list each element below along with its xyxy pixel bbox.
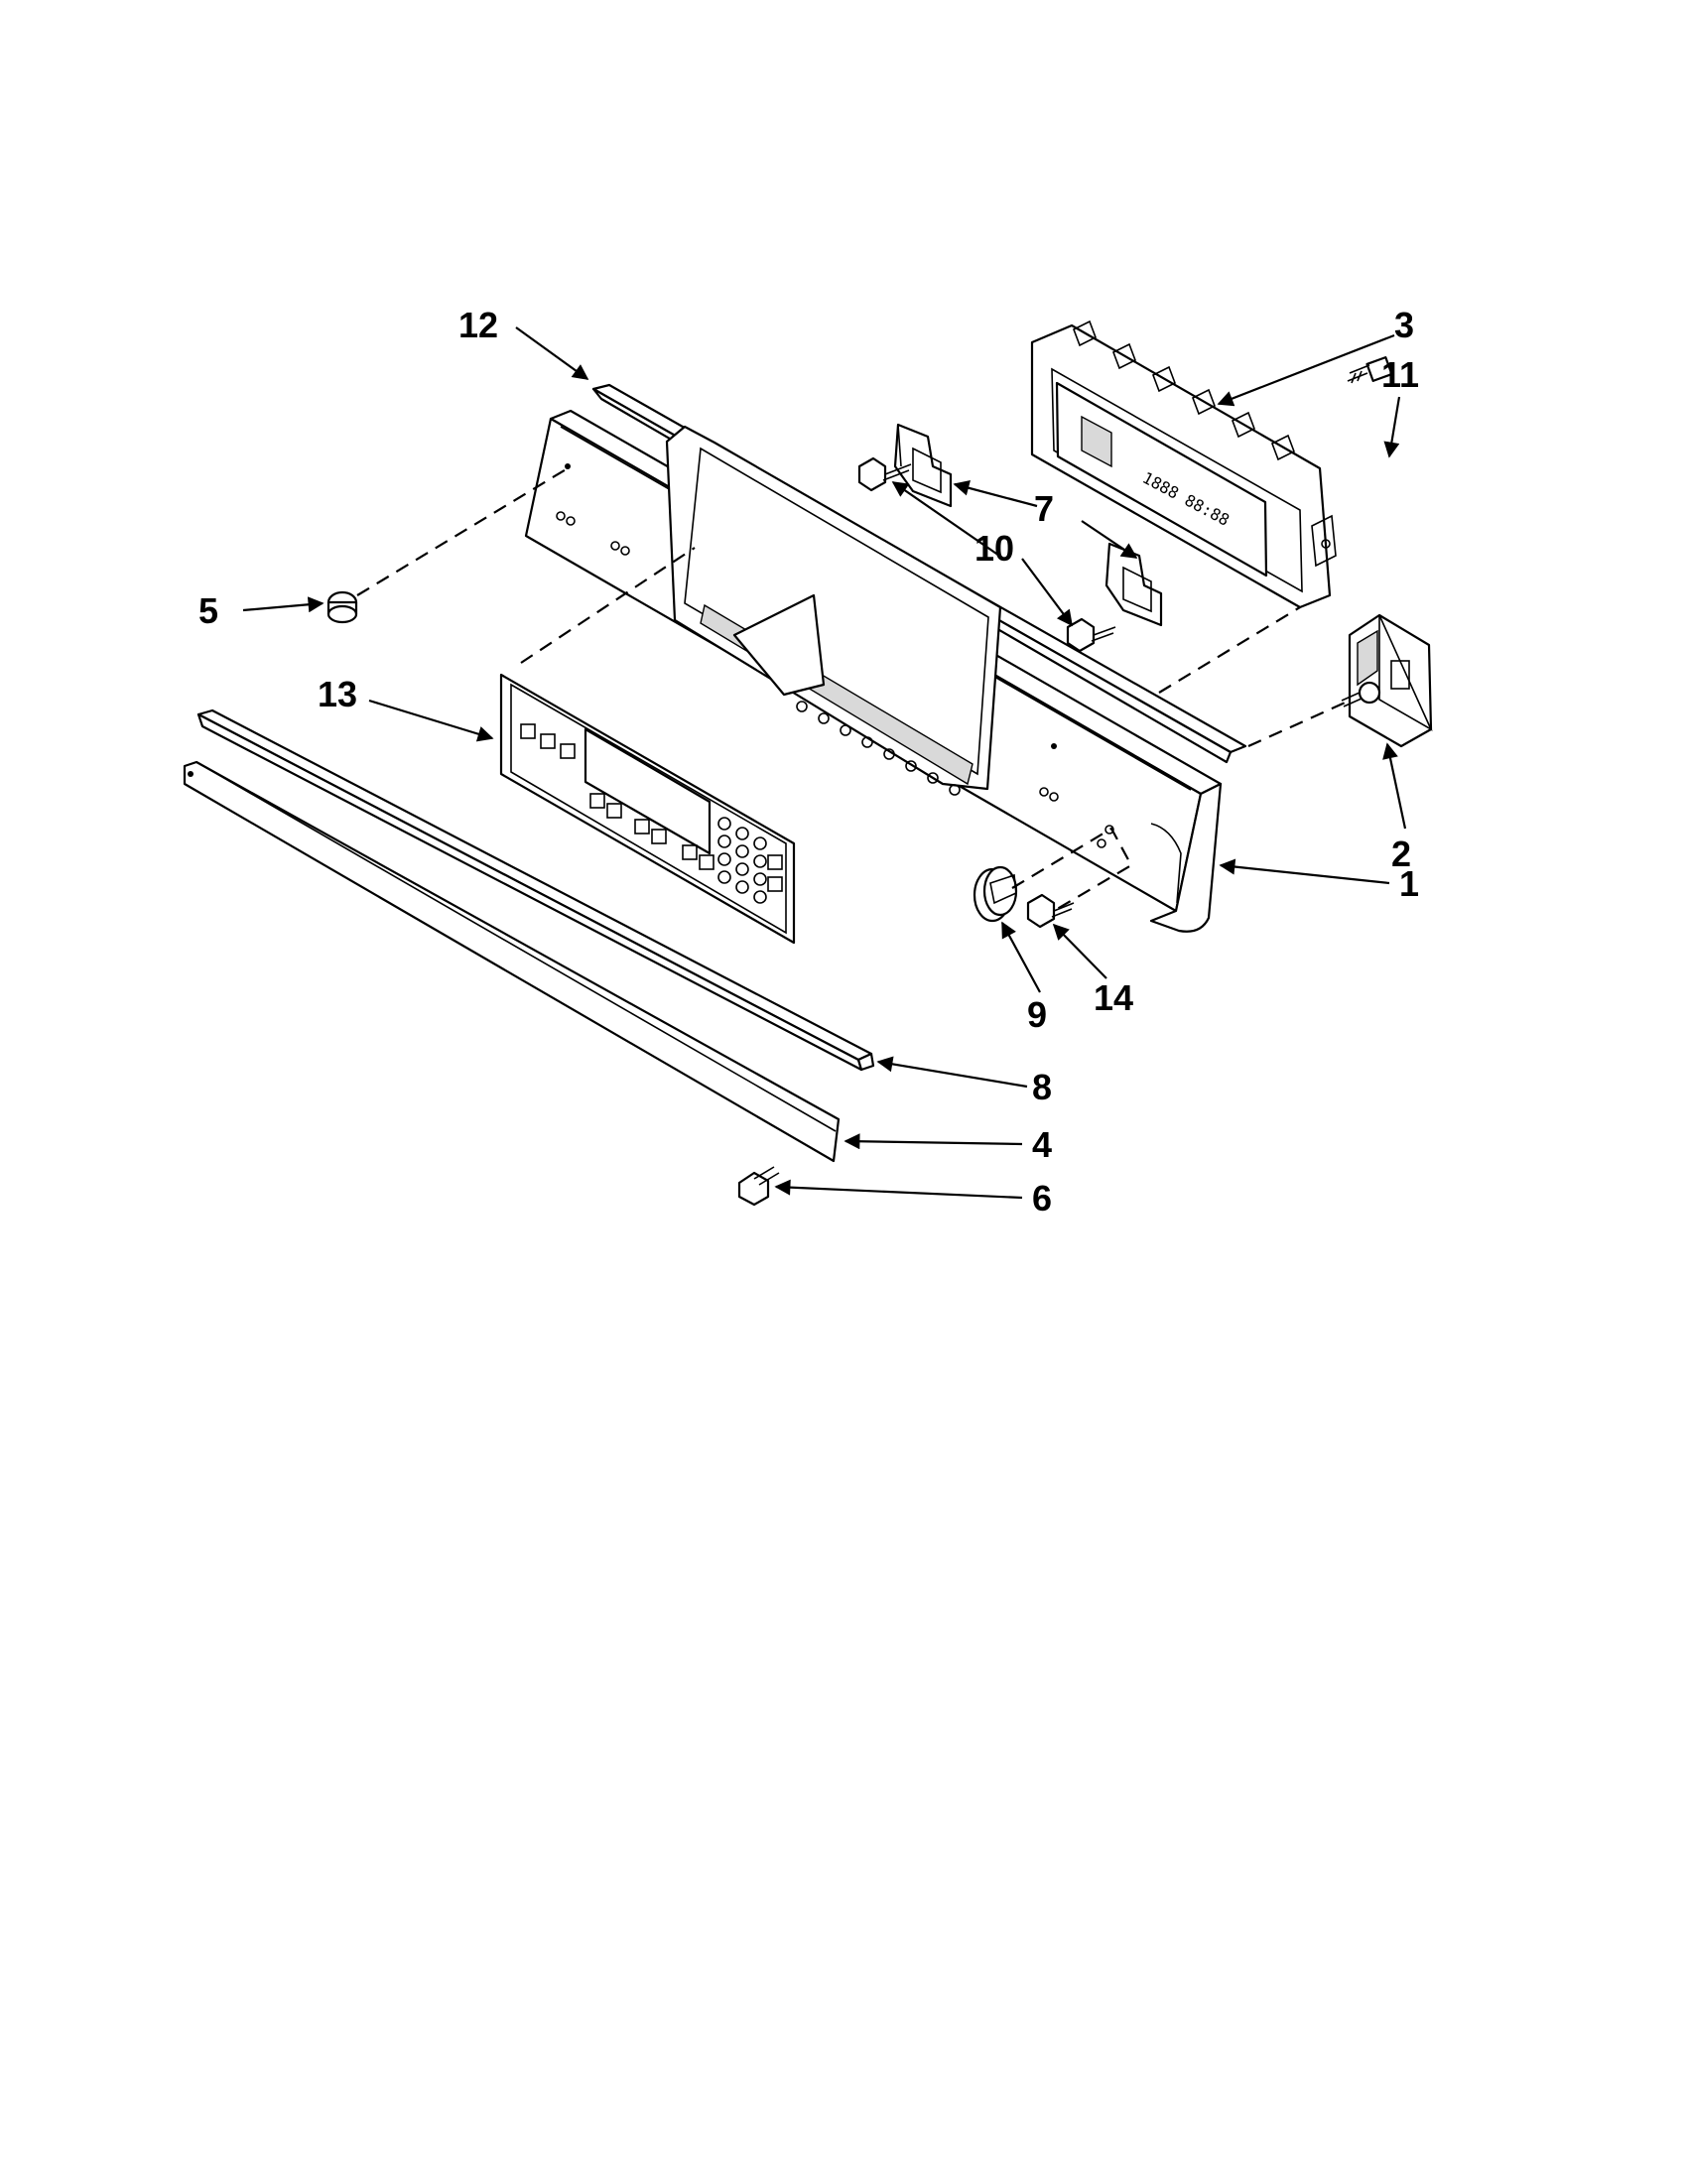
callout-4: 4 [1032, 1124, 1052, 1165]
part-13-keypad-overlay [499, 673, 796, 945]
part-9-knob [973, 865, 1018, 923]
part-10-screw-a [857, 456, 912, 492]
part-14-screw [1026, 893, 1075, 929]
callout-1: 1 [1399, 863, 1419, 904]
board-teeth [1072, 320, 1296, 461]
part-1-control-panel [524, 409, 1223, 933]
callout-12: 12 [458, 305, 498, 345]
callout-11: 11 [1381, 354, 1419, 395]
keypad-grid [717, 817, 767, 904]
leader-lines [242, 326, 1407, 1200]
callout-3: 3 [1394, 305, 1414, 345]
callout-9: 9 [1027, 994, 1047, 1035]
callout-8: 8 [1032, 1067, 1052, 1107]
callout-2: 2 [1391, 834, 1411, 874]
part-11-screw [1347, 356, 1393, 384]
assembly-lines [356, 467, 1351, 912]
callout-10: 10 [974, 528, 1014, 569]
part-3-control-board: 1888 88:88 [1030, 320, 1337, 609]
part-7-bracket-a [893, 423, 953, 508]
part-5-plug [326, 590, 358, 624]
part-6-screw [737, 1166, 780, 1207]
callout-labels: 12 3 11 7 10 5 13 2 1 14 9 8 4 6 [198, 305, 1419, 1219]
callout-14: 14 [1094, 977, 1133, 1018]
callout-7: 7 [1034, 488, 1054, 529]
callout-5: 5 [198, 590, 218, 631]
callout-13: 13 [318, 674, 357, 714]
part-8-trim-channel [196, 708, 875, 1072]
part-7-bracket-b [1104, 542, 1163, 627]
part-4-bottom-trim [183, 760, 841, 1163]
window-bumps [796, 701, 961, 796]
part-10-screw-b [1066, 617, 1116, 653]
part-2-selector-switch [1341, 613, 1433, 748]
callout-6: 6 [1032, 1178, 1052, 1219]
